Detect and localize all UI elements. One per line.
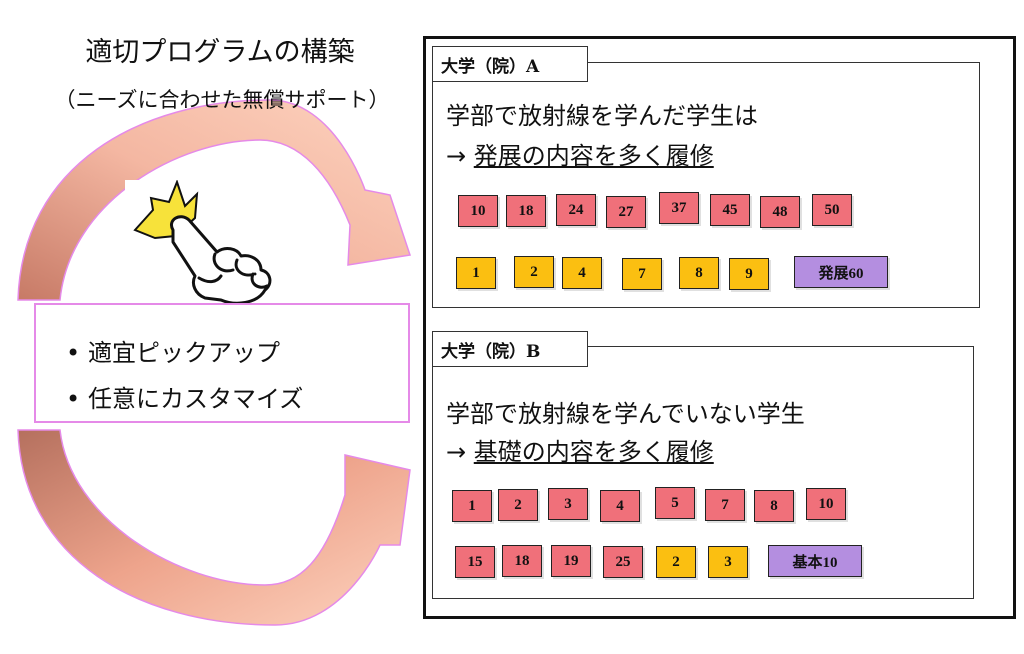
top-cycle-arrow <box>17 99 411 301</box>
course-chip: 18 <box>506 195 546 227</box>
course-chip: 7 <box>705 489 745 521</box>
course-chip: 24 <box>556 194 596 226</box>
basic-badge: 基本10 <box>768 545 862 577</box>
course-chip: 7 <box>622 258 662 290</box>
course-chip: 1 <box>452 490 492 522</box>
panel-a-line1: 学部で放射線を学んだ学生は <box>446 102 758 130</box>
panel-b-line1: 学部で放射線を学んでいない学生 <box>446 400 805 428</box>
page-subtitle: （ニーズに合わせた無償サポート） <box>54 88 390 112</box>
panel-b-tab: 大学（院）B <box>432 331 588 367</box>
panel-a-line2: → 発展の内容を多く履修 <box>446 142 714 170</box>
universities-frame <box>423 36 1016 619</box>
course-chip: 2 <box>656 546 696 578</box>
panel-a-tab: 大学（院）A <box>432 46 588 82</box>
course-chip: 18 <box>502 545 542 577</box>
course-chip: 10 <box>458 195 498 227</box>
advanced-badge: 発展60 <box>794 256 888 288</box>
course-chip: 10 <box>806 488 846 520</box>
course-chip: 5 <box>655 487 695 519</box>
course-chip: 37 <box>659 192 699 224</box>
course-chip: 8 <box>754 490 794 522</box>
feature-item: •適宜ピックアップ <box>66 339 280 367</box>
course-chip: 15 <box>455 546 495 578</box>
course-chip: 19 <box>551 545 591 577</box>
course-chip: 4 <box>600 490 640 522</box>
feature-list: •適宜ピックアップ •任意にカスタマイズ <box>34 303 410 423</box>
panel-b-line2: → 基礎の内容を多く履修 <box>446 438 714 466</box>
course-chip: 2 <box>498 489 538 521</box>
course-chip: 4 <box>562 257 602 289</box>
bottom-cycle-arrow <box>17 429 411 626</box>
course-chip: 9 <box>729 258 769 290</box>
pointing-hand-icon <box>170 215 272 305</box>
course-chip: 8 <box>679 257 719 289</box>
course-chip: 50 <box>812 194 852 226</box>
course-chip: 2 <box>514 256 554 288</box>
course-chip: 3 <box>708 546 748 578</box>
hand-illustration <box>125 179 280 310</box>
course-chip: 27 <box>606 196 646 228</box>
course-chip: 45 <box>710 194 750 226</box>
course-chip: 1 <box>456 257 496 289</box>
feature-item: •任意にカスタマイズ <box>66 385 304 413</box>
course-chip: 48 <box>760 196 800 228</box>
course-chip: 25 <box>603 546 643 578</box>
page-title: 適切プログラムの構築 <box>85 37 355 68</box>
course-chip: 3 <box>548 488 588 520</box>
